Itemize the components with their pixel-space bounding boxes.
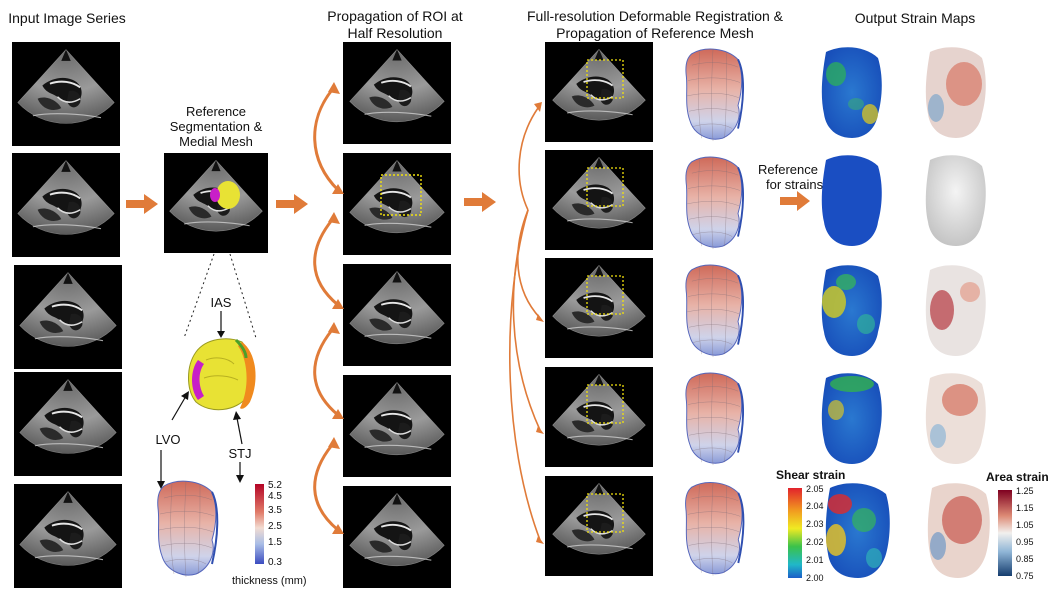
header-roi-line2: Half Resolution — [347, 25, 443, 41]
header-registration-line1: Full-resolution Deformable Registration … — [527, 8, 783, 24]
registration-image-3 — [545, 258, 653, 358]
header-strain-maps: Output Strain Maps — [854, 10, 976, 26]
input-image-3 — [14, 265, 122, 369]
roi-image-5 — [343, 486, 451, 588]
registration-image-5 — [545, 476, 653, 576]
input-image-5 — [14, 484, 122, 588]
roi-box — [380, 174, 422, 216]
area-tick-2: 1.15 — [1016, 503, 1034, 513]
reference-label-line1: Reference — [186, 104, 246, 119]
propagation-arrows — [313, 82, 344, 534]
flow-arrow-icon — [780, 191, 810, 211]
segmentation-overlay — [216, 181, 240, 209]
shear-colorbar — [788, 488, 802, 578]
input-image-4 — [14, 372, 122, 476]
shear-tick-5: 2.01 — [806, 555, 824, 565]
registration-image-1 — [545, 42, 653, 142]
area-tick-3: 1.05 — [1016, 520, 1034, 530]
thickness-colorbar — [255, 484, 264, 564]
thickness-tick-6: 0.3 — [268, 557, 282, 568]
stj-arrow-icon — [233, 411, 243, 445]
registration-image-4 — [545, 367, 653, 467]
segmentation-3d — [188, 338, 256, 411]
propagated-mesh-1 — [684, 47, 745, 142]
lvo-label: LVO — [155, 432, 181, 447]
input-image-1 — [12, 42, 120, 146]
strain-reference-line1: Reference — [758, 162, 818, 177]
registration-image-2 — [545, 150, 653, 250]
reference-label-line2: Segmentation & — [169, 119, 263, 134]
area-strain-map-3 — [925, 265, 986, 356]
lvo-arrow-icon — [171, 391, 189, 421]
roi-image-2 — [343, 153, 451, 255]
stj-label: STJ — [228, 446, 252, 461]
area-scale-title: Area strain — [986, 470, 1049, 484]
area-strain-map-1 — [925, 47, 986, 139]
thickness-tick-2: 4.5 — [268, 491, 282, 502]
header-roi-line1: Propagation of ROI at — [327, 8, 463, 24]
reference-image — [164, 153, 268, 253]
flow-arrow-icon — [464, 192, 496, 212]
shear-scale-title: Shear strain — [776, 468, 846, 482]
shear-tick-6: 2.00 — [806, 573, 824, 583]
header-registration: Full-resolution Deformable Registration … — [505, 8, 805, 42]
shear-tick-2: 2.04 — [806, 501, 824, 511]
shear-strain-map-1 — [821, 47, 882, 139]
ias-label: IAS — [210, 295, 232, 310]
strain-reference-label: Reference for strains — [758, 162, 830, 192]
shear-tick-3: 2.03 — [806, 519, 824, 529]
header-roi-propagation: Propagation of ROI at Half Resolution — [310, 8, 480, 42]
stj-down-arrow-icon — [236, 462, 244, 483]
area-strain-map-4 — [925, 373, 986, 464]
propagated-mesh-4 — [684, 371, 745, 466]
reference-label: Reference Segmentation & Medial Mesh — [156, 104, 276, 149]
header-input-series: Input Image Series — [8, 10, 126, 26]
ias-arrow-icon — [217, 311, 225, 338]
area-tick-1: 1.25 — [1016, 486, 1034, 496]
roi-image-4 — [343, 375, 451, 477]
area-strain-map-5 — [927, 483, 990, 578]
propagated-mesh-3 — [684, 263, 745, 358]
area-strain-map-2 — [925, 155, 986, 246]
thickness-title: thickness (mm) — [232, 575, 307, 587]
thickness-tick-1: 5.2 — [268, 480, 282, 491]
roi-image-1 — [343, 42, 451, 144]
shear-strain-map-4 — [821, 373, 882, 464]
strain-reference-line2: for strains — [766, 177, 824, 192]
input-image-2 — [12, 153, 120, 257]
roi-image-3 — [343, 264, 451, 366]
shear-strain-map-5 — [825, 483, 890, 578]
flow-arrow-icon — [126, 194, 158, 214]
area-tick-6: 0.75 — [1016, 571, 1034, 581]
lvo-down-arrow-icon — [157, 450, 165, 489]
medial-mesh-thickness — [156, 480, 219, 578]
thickness-tick-3: 3.5 — [268, 505, 282, 516]
header-registration-line2: Propagation of Reference Mesh — [556, 25, 754, 41]
flow-arrow-icon — [276, 194, 308, 214]
propagated-mesh-5 — [684, 481, 745, 577]
area-tick-5: 0.85 — [1016, 554, 1034, 564]
area-tick-4: 0.95 — [1016, 537, 1034, 547]
area-colorbar — [998, 490, 1012, 576]
shear-tick-1: 2.05 — [806, 484, 824, 494]
propagated-mesh-2 — [684, 155, 745, 250]
registration-arrows — [509, 102, 544, 544]
shear-strain-map-3 — [821, 265, 882, 356]
thickness-tick-4: 2.5 — [268, 521, 282, 532]
reference-label-line3: Medial Mesh — [179, 134, 253, 149]
shear-strain-map-2 — [821, 155, 882, 246]
thickness-tick-5: 1.5 — [268, 537, 282, 548]
shear-tick-4: 2.02 — [806, 537, 824, 547]
